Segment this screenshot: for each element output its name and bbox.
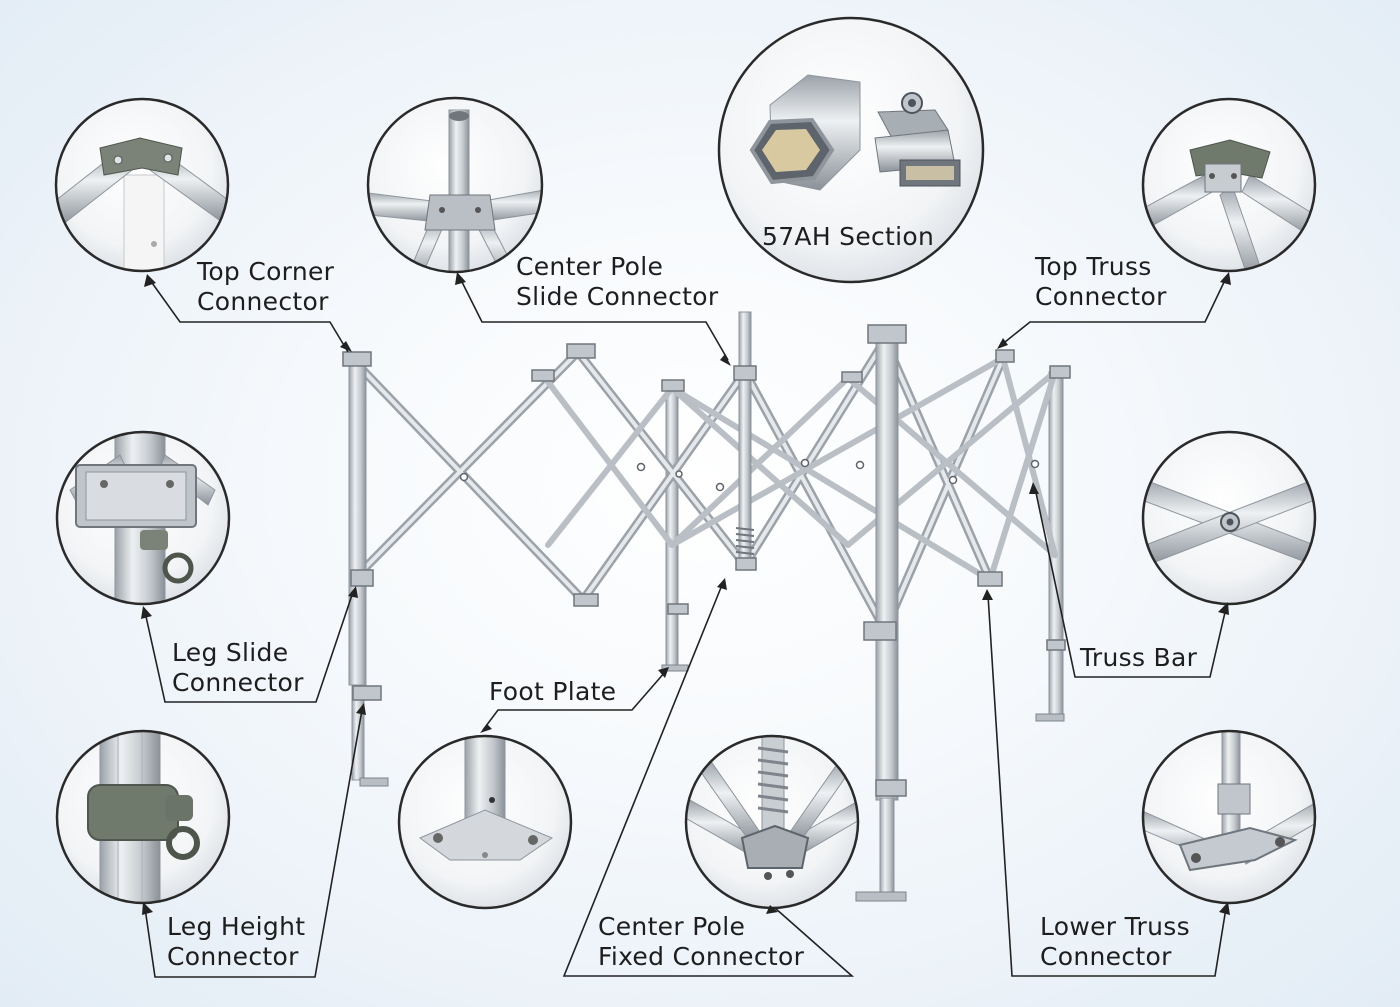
ring-pull-icon (166, 826, 200, 860)
label-center-pole-slide-connector: Center Pole Slide Connector (516, 252, 719, 311)
canopy-frame (342, 311, 1071, 902)
section-bubble (717, 16, 985, 284)
front-left-leg (348, 359, 367, 686)
label-top-truss-connector: Top Truss Connector (1035, 252, 1167, 311)
label-truss-bar: Truss Bar (1080, 643, 1198, 672)
frame-connectors (342, 324, 1071, 797)
top-corner-connector-bubble (54, 97, 230, 273)
center-pole (738, 311, 752, 571)
back-left-leg (665, 381, 679, 668)
label-top-corner-connector: Top Corner Connector (197, 257, 335, 316)
truss-bar-bubble (1141, 430, 1317, 606)
center-pole-fixed-connector-bubble (684, 734, 860, 910)
ring-pull-icon (162, 552, 194, 584)
front-center-leg (875, 329, 899, 801)
leader-lines (144, 277, 1227, 978)
foot-plate-bubble (397, 734, 573, 910)
leg-slide-connector-bubble (55, 430, 231, 606)
label-foot-plate: Foot Plate (489, 677, 617, 706)
label-section: 57AH Section (762, 222, 935, 251)
lower-truss-connector-bubble (1141, 729, 1317, 905)
label-leg-slide-connector: Leg Slide Connector (172, 638, 304, 697)
leader-arrowheads (141, 272, 1231, 915)
label-center-pole-fixed-connector: Center Pole Fixed Connector (598, 912, 805, 971)
label-leg-height-connector: Leg Height Connector (167, 912, 306, 971)
label-lower-truss-connector: Lower Truss Connector (1040, 912, 1190, 971)
top-truss-connector-bubble (1141, 97, 1317, 273)
center-pole-slide-connector-bubble (366, 96, 544, 274)
leg-height-connector-bubble (55, 729, 231, 905)
center-pole-spring (735, 527, 755, 555)
